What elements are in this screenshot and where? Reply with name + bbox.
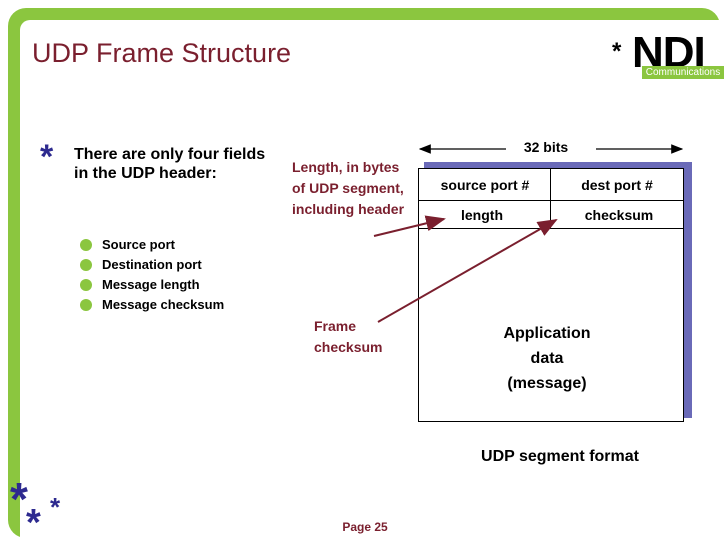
green-dot-icon bbox=[80, 239, 92, 251]
header-fields-list: Source port Destination port Message len… bbox=[80, 235, 224, 315]
star-icon: * bbox=[10, 473, 28, 525]
main-bullet-text: There are only four fields in the UDP he… bbox=[74, 146, 266, 182]
list-item: Message checksum bbox=[80, 295, 224, 315]
dest-port-field: dest port # bbox=[581, 177, 653, 193]
asterisk-bullet-icon: * bbox=[40, 138, 54, 176]
length-pointer-arrow bbox=[373, 215, 446, 237]
ndi-logo: * NDI Communications bbox=[606, 22, 724, 80]
row-divider bbox=[418, 200, 684, 201]
source-port-field: source port # bbox=[440, 177, 530, 193]
list-item: Destination port bbox=[80, 255, 224, 275]
star-icon: * bbox=[26, 502, 41, 544]
column-divider bbox=[550, 168, 551, 228]
checksum-pointer-arrow bbox=[377, 219, 558, 323]
green-dot-icon bbox=[80, 299, 92, 311]
length-annotation: Length, in bytes of UDP segment, includi… bbox=[292, 159, 405, 217]
star-icon: * bbox=[50, 492, 61, 522]
list-item: Source port bbox=[80, 235, 224, 255]
corner-decoration: * * * bbox=[10, 473, 80, 544]
green-dot-icon bbox=[80, 279, 92, 291]
checksum-field: checksum bbox=[584, 207, 654, 223]
logo-star-icon: * bbox=[612, 38, 622, 65]
diagram-caption: UDP segment format bbox=[481, 448, 639, 465]
page-number: Page 25 bbox=[342, 520, 388, 534]
list-item: Message length bbox=[80, 275, 224, 295]
checksum-annotation: Frame checksum bbox=[314, 318, 383, 355]
udp-segment-box bbox=[418, 168, 684, 422]
logo-subtitle: Communications bbox=[642, 66, 724, 79]
slide-title: UDP Frame Structure bbox=[32, 38, 292, 68]
width-label: 32 bits bbox=[523, 139, 569, 155]
application-data: Application data (message) bbox=[503, 325, 591, 392]
green-dot-icon bbox=[80, 259, 92, 271]
length-field: length bbox=[461, 207, 503, 223]
